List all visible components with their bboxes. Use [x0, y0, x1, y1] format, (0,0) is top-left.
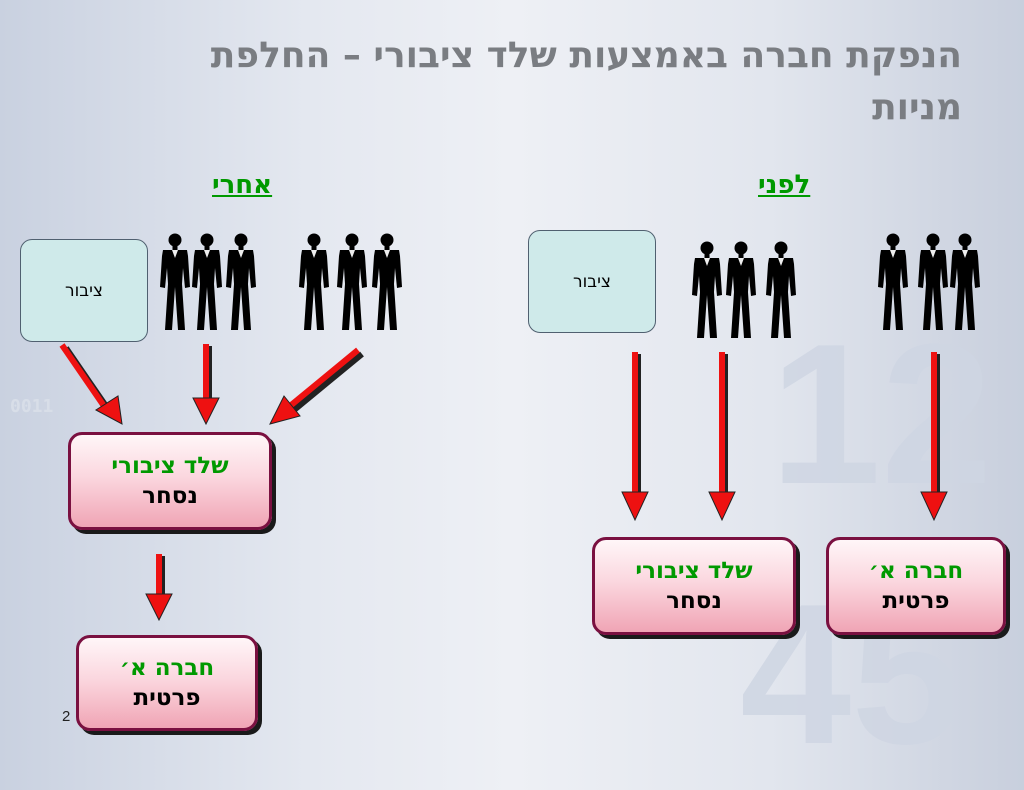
- person-icon: [692, 241, 722, 338]
- diagram-graphics: [59, 233, 980, 622]
- shell-box-line1: שלד ציבורי: [635, 558, 753, 584]
- arrow-diagonal-icon: [59, 343, 123, 425]
- arrow-down-icon: [192, 344, 220, 426]
- shell-box-before: שלד ציבורי נסחר: [592, 537, 796, 635]
- public-box-after: ציבור: [20, 239, 148, 342]
- arrow-diagonal-icon: [269, 347, 364, 425]
- public-label: ציבור: [573, 271, 611, 292]
- person-icon: [918, 233, 948, 330]
- bg-number-12: 12: [770, 303, 993, 526]
- person-icon: [950, 233, 980, 330]
- person-icon: [766, 241, 796, 338]
- person-icon: [192, 233, 222, 330]
- heading-before: לפני: [758, 170, 811, 200]
- page-number: 2: [62, 708, 71, 725]
- public-label: ציבור: [65, 280, 103, 301]
- person-icon: [299, 233, 329, 330]
- company-box-line2: פרטית: [133, 685, 201, 711]
- arrow-down-icon: [621, 352, 649, 522]
- person-icon: [337, 233, 367, 330]
- person-icon: [372, 233, 402, 330]
- shell-box-after: שלד ציבורי נסחר: [68, 432, 272, 530]
- page-title: הנפקת חברה באמצעות שלד ציבורי – החלפת מנ…: [210, 35, 962, 128]
- company-box-after: חברה א׳ פרטית: [76, 635, 258, 731]
- company-box-line1: חברה א׳: [119, 655, 215, 681]
- public-box-before: ציבור: [528, 230, 656, 333]
- heading-after: אחרי: [212, 170, 273, 200]
- shell-box-line2: נסחר: [142, 483, 198, 509]
- bg-binary: 0011: [10, 396, 54, 417]
- arrow-down-icon: [708, 352, 736, 522]
- shell-box-line2: נסחר: [666, 588, 722, 614]
- company-box-line2: פרטית: [882, 588, 950, 614]
- person-icon: [226, 233, 256, 330]
- arrow-down-icon: [920, 352, 948, 522]
- person-icon: [160, 233, 190, 330]
- company-box-line1: חברה א׳: [868, 558, 964, 584]
- company-box-before: חברה א׳ פרטית: [826, 537, 1006, 635]
- shell-box-line1: שלד ציבורי: [111, 453, 229, 479]
- arrow-down-icon: [145, 554, 173, 622]
- person-icon: [726, 241, 756, 338]
- person-icon: [878, 233, 908, 330]
